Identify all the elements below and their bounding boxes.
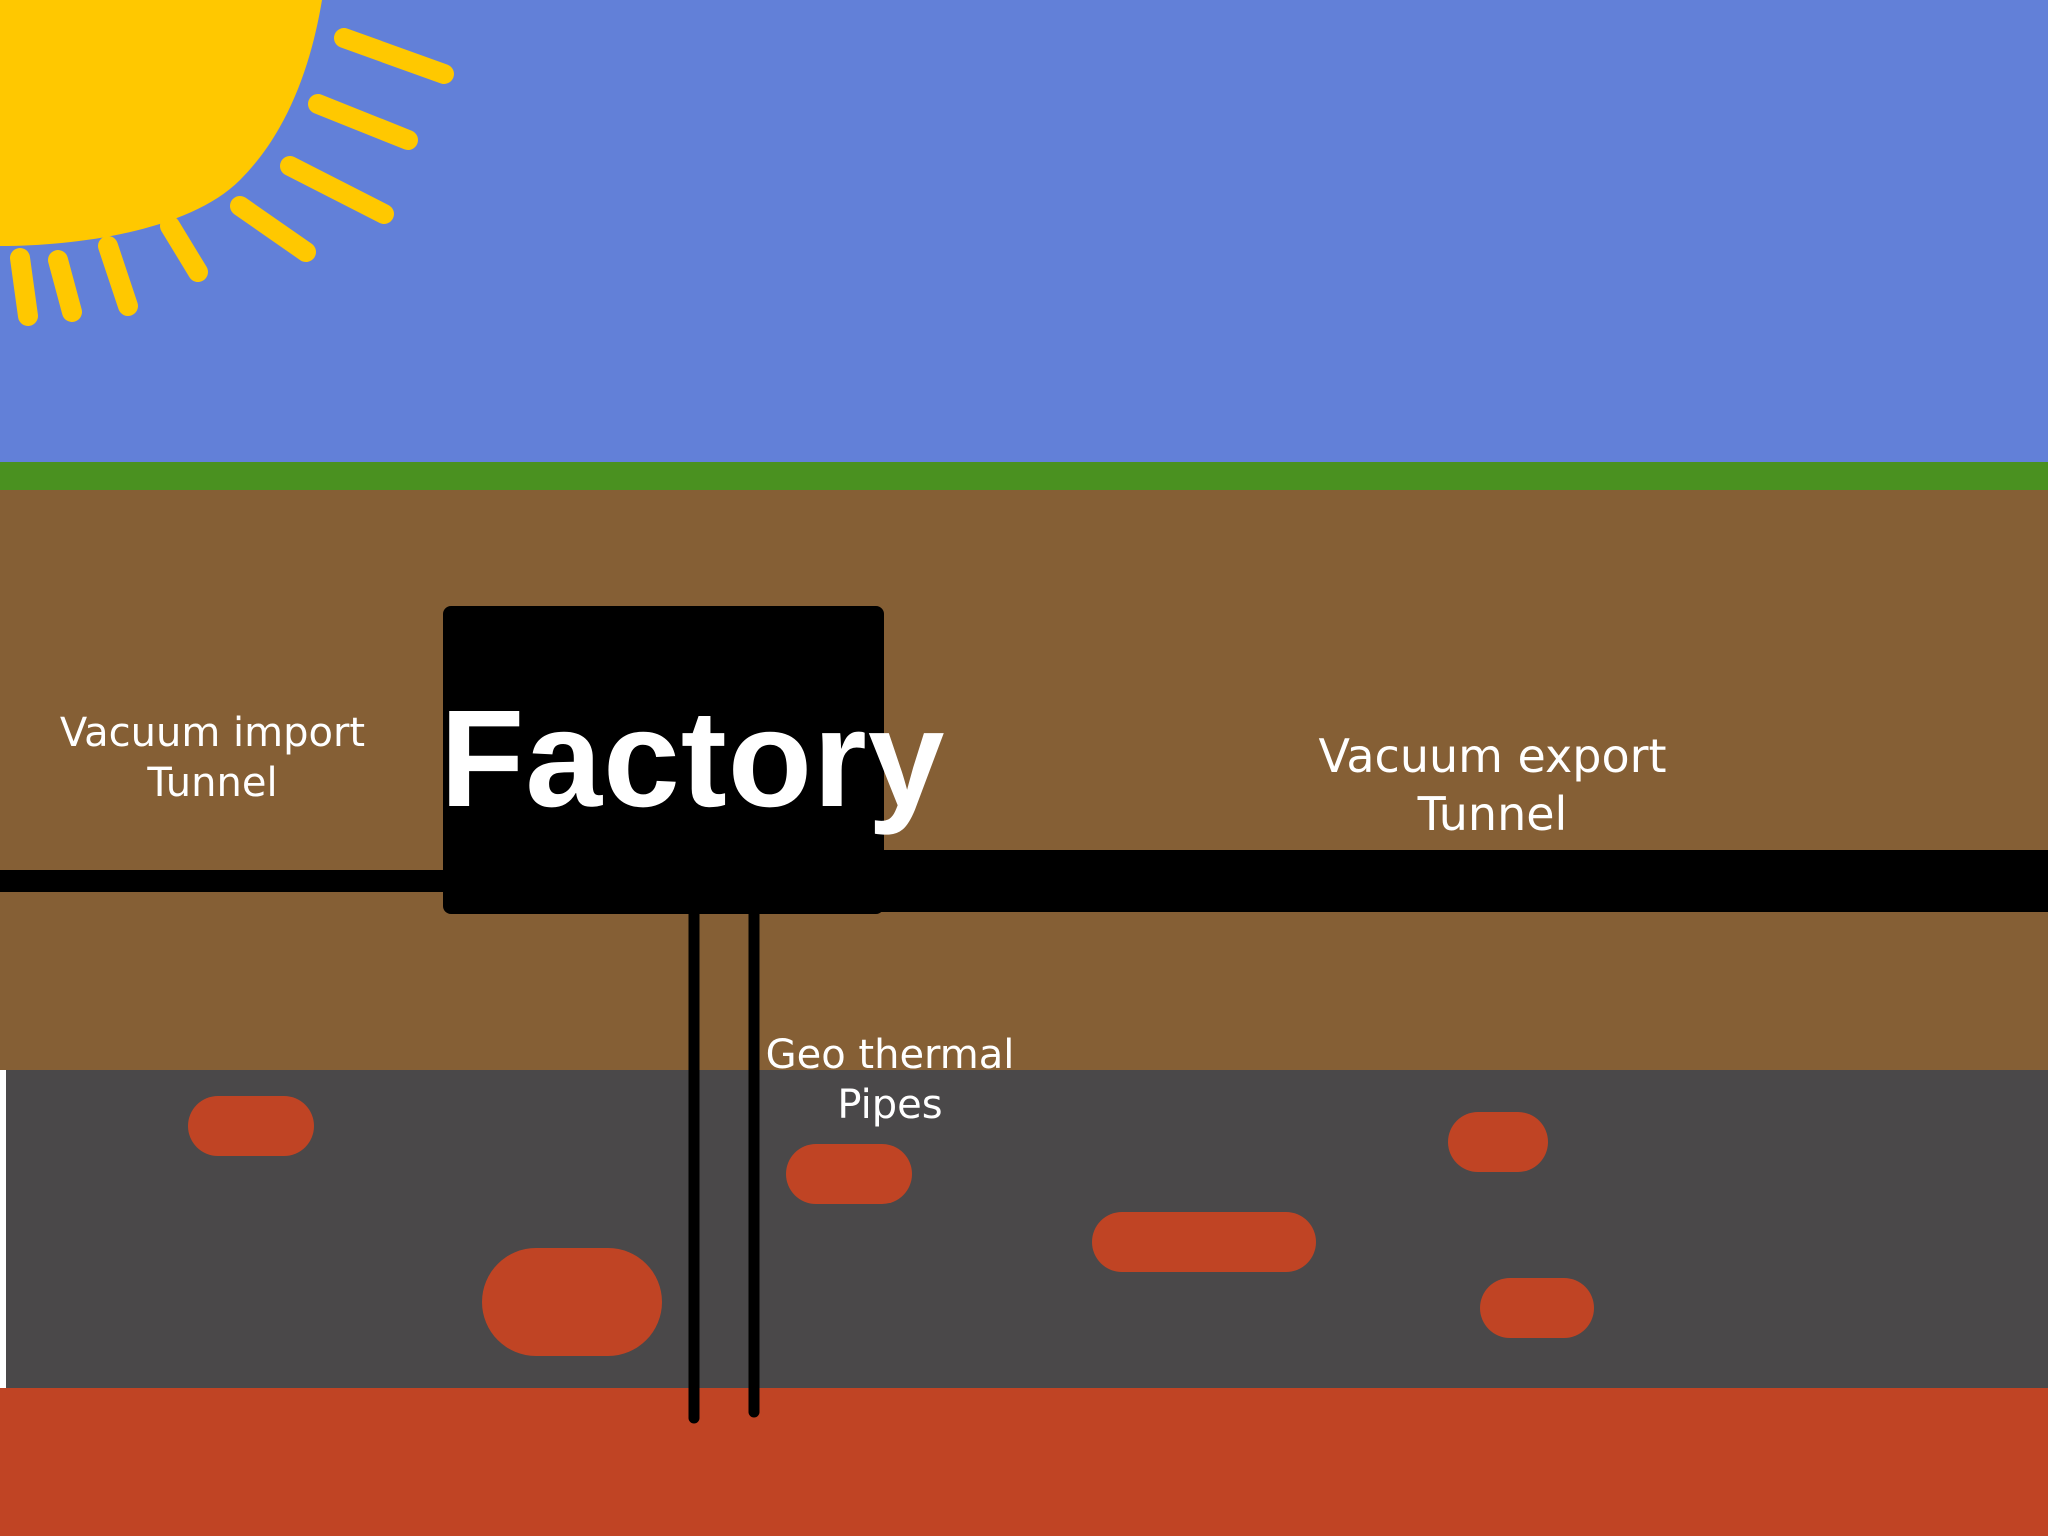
import-tunnel-label-line: Vacuum import <box>59 710 366 756</box>
geothermal-pipes-label-line: Geo thermal <box>765 1032 1015 1078</box>
factory-label: Factory <box>440 682 946 836</box>
factory-building <box>443 606 884 914</box>
soil-layer <box>0 490 2048 1070</box>
magma-pocket <box>1480 1278 1594 1338</box>
export-tunnel-label-line: Tunnel <box>1417 786 1568 841</box>
magma-pocket <box>1092 1212 1316 1272</box>
geothermal-pipes <box>688 906 760 1424</box>
grass-strip <box>0 462 2048 492</box>
magma-pocket <box>188 1096 314 1156</box>
import-tunnel-label-line: Tunnel <box>147 760 278 806</box>
export-tunnel-label-line: Vacuum export <box>1318 729 1667 783</box>
export-tunnel-label: Vacuum export Tunnel <box>1270 728 1715 843</box>
geothermal-pipes-label: Geo thermal Pipes <box>740 1030 1040 1130</box>
magma-pocket <box>786 1144 912 1204</box>
geothermal-pipes-label-line: Pipes <box>837 1082 943 1128</box>
magma-pocket <box>1448 1112 1548 1172</box>
magma-pockets <box>188 1096 1594 1356</box>
import-tunnel-label: Vacuum import Tunnel <box>40 708 385 808</box>
sun-icon <box>0 0 454 326</box>
export-tunnel <box>880 850 2048 912</box>
magma-layer <box>0 1388 2048 1536</box>
rock-layer <box>6 1070 2048 1390</box>
sun-rays <box>10 28 454 326</box>
sun-body <box>0 0 322 246</box>
import-tunnel <box>0 870 446 892</box>
sky <box>0 0 2048 470</box>
magma-pocket <box>482 1248 662 1356</box>
